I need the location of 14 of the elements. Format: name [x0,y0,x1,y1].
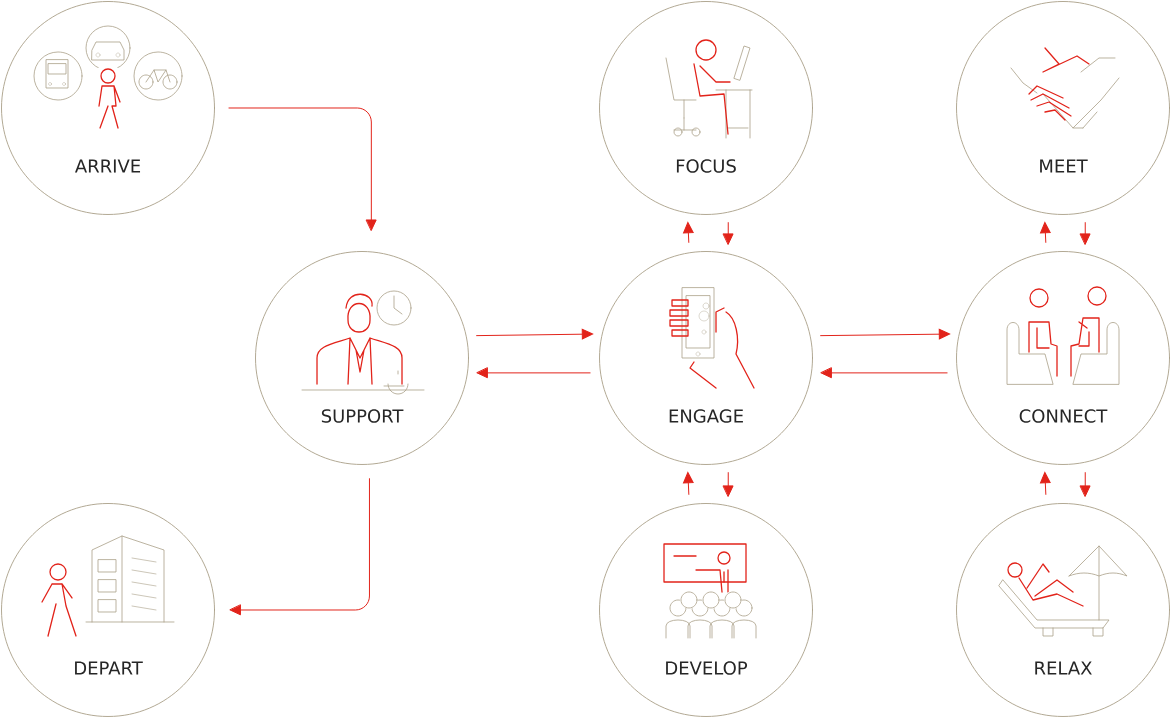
arrow [1079,222,1091,245]
arrow [722,222,734,245]
arrow [1039,472,1051,495]
arrow [820,328,951,340]
arrow [228,107,377,231]
arrow [820,367,948,379]
arrow [1040,222,1051,243]
arrow [682,472,694,495]
arrow [476,328,594,340]
arrow [683,222,694,243]
arrow [1079,472,1091,497]
arrow [229,478,370,616]
arrow [722,472,734,497]
arrow [476,367,591,379]
